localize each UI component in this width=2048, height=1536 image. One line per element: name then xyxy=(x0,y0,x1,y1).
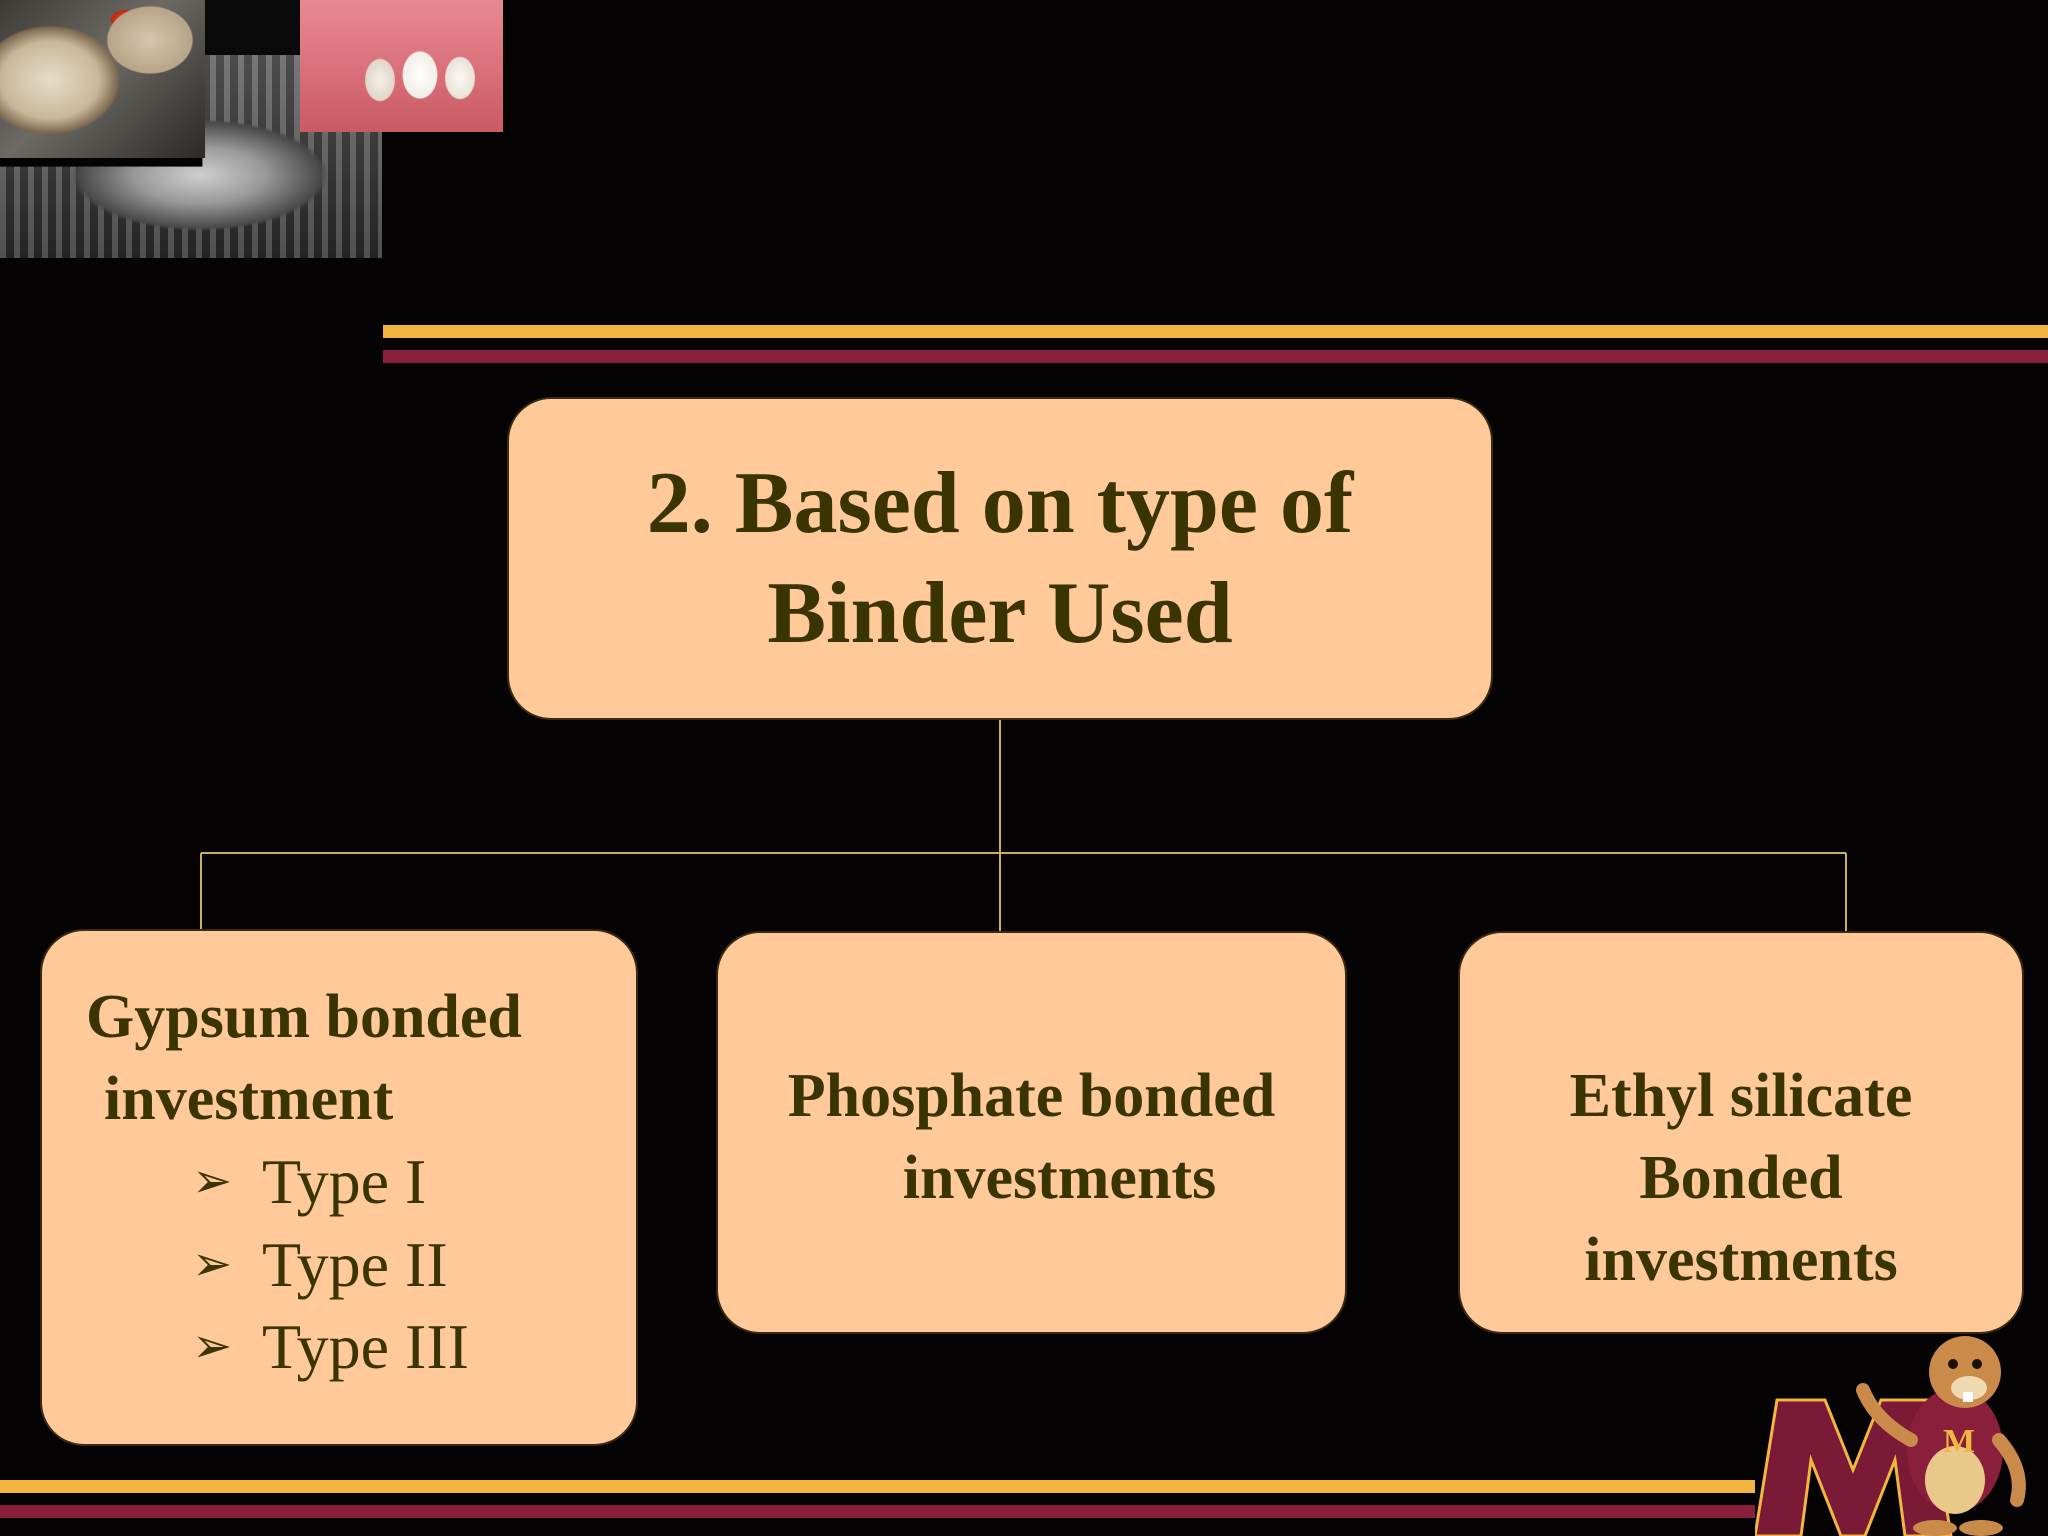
top-maroon-stripe xyxy=(383,350,2048,363)
phosphate-title-line-1: Phosphate bonded xyxy=(787,1062,1276,1130)
sweater-letter: M xyxy=(1943,1423,1975,1460)
ethyl-silicate-node: Ethyl silicate Bonded investments xyxy=(1458,931,2024,1334)
arrowhead-bullet-icon: ➢ xyxy=(192,1320,233,1373)
arrowhead-bullet-icon: ➢ xyxy=(192,1155,233,1208)
collage-dark-tile xyxy=(205,0,300,55)
type-label: Type II xyxy=(262,1229,448,1300)
type-list-item: ➢ Type III xyxy=(192,1306,469,1388)
dental-photo-collage xyxy=(0,0,510,260)
top-gold-stripe xyxy=(383,325,2048,338)
ethyl-title-line-3: investments xyxy=(1584,1226,1898,1294)
gypsum-title-line-2: investment xyxy=(104,1065,394,1133)
phosphate-title-line-2: investments xyxy=(902,1144,1217,1212)
arrowhead-bullet-icon: ➢ xyxy=(192,1238,233,1291)
gypsum-title-line-1: Gypsum bonded xyxy=(86,983,522,1051)
root-node: 2. Based on type of Binder Used xyxy=(507,397,1493,720)
tooth-restoration-photo xyxy=(0,0,205,158)
bottom-maroon-stripe xyxy=(0,1505,1755,1518)
type-label: Type III xyxy=(262,1311,469,1382)
gopher-mascot-logo: M xyxy=(1755,1336,2026,1536)
type-label: Type I xyxy=(262,1146,427,1217)
gypsum-node: Gypsum bonded investment ➢ Type I ➢ Type I… xyxy=(40,929,638,1446)
bottom-gold-stripe xyxy=(0,1480,1755,1493)
gum-teeth-photo xyxy=(300,0,503,132)
root-title-line-2: Binder Used xyxy=(767,564,1233,662)
type-list-item: ➢ Type II xyxy=(192,1224,448,1306)
ethyl-title-line-1: Ethyl silicate xyxy=(1569,1062,1913,1130)
root-title-line-1: 2. Based on type of xyxy=(646,454,1354,552)
ethyl-title-line-2: Bonded xyxy=(1639,1144,1843,1212)
type-list-item: ➢ Type I xyxy=(192,1141,426,1223)
phosphate-node: Phosphate bonded investments xyxy=(716,931,1347,1334)
